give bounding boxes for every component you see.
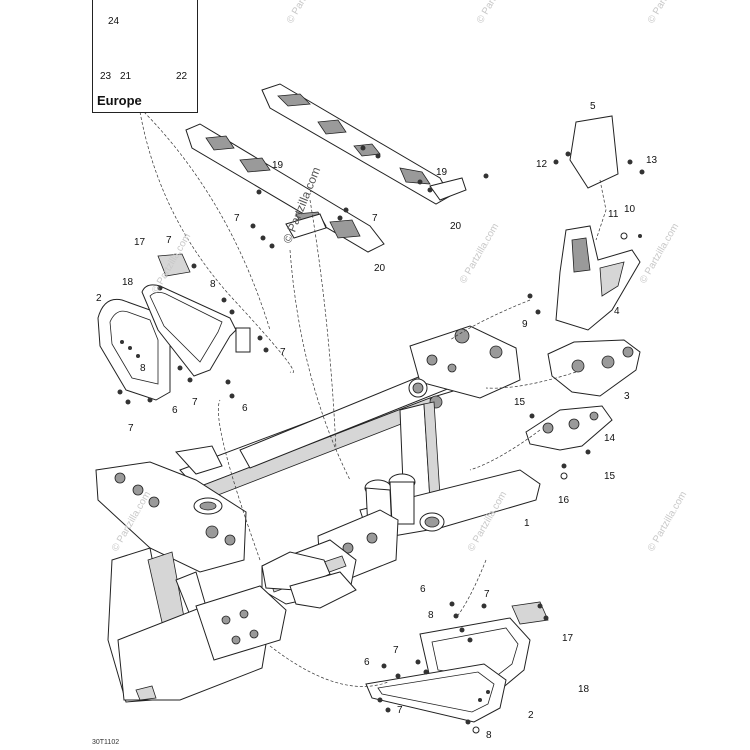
leader-lines — [139, 111, 607, 687]
callout-7-upper-left: 7 — [234, 213, 240, 224]
callout-15-upper: 15 — [514, 397, 526, 408]
callout-6-right-lower: 6 — [364, 657, 370, 668]
bracket-17-right — [511, 601, 549, 625]
inset-label: Europe — [97, 93, 142, 108]
callout-16: 16 — [558, 495, 570, 506]
callout-22: 22 — [176, 71, 188, 82]
bracket-17-left — [157, 253, 197, 291]
europe-inset: Europe — [92, 0, 198, 113]
callout-21: 21 — [120, 71, 132, 82]
callout-7-left-right: 7 — [280, 347, 286, 358]
callout-1: 1 — [524, 518, 530, 529]
callout-4: 4 — [614, 306, 620, 317]
bumper-bolts-left — [117, 297, 269, 405]
callout-5: 5 — [590, 101, 596, 112]
callout-7-upper-mid: 7 — [372, 213, 378, 224]
callout-7-right-lower: 7 — [397, 705, 403, 716]
callout-7-left-lower: 7 — [192, 397, 198, 408]
callout-13: 13 — [646, 155, 658, 166]
plate-5 — [553, 115, 645, 189]
bumper-2-right — [365, 663, 507, 723]
bracket-4 — [527, 225, 642, 331]
callout-8-left-upper: 8 — [210, 279, 216, 290]
callout-17-left: 17 — [134, 237, 146, 248]
callout-19-right: 19 — [436, 167, 448, 178]
callout-17-right: 17 — [562, 633, 574, 644]
callout-7-right-mid: 7 — [393, 645, 399, 656]
callout-20-left: 20 — [374, 263, 386, 274]
bracket-3 — [547, 339, 641, 397]
callout-6-left-b: 6 — [242, 403, 248, 414]
front-frame-section — [95, 445, 357, 703]
callout-6-left-a: 6 — [172, 405, 178, 416]
main-frame-1 — [179, 325, 541, 605]
bracket-14 — [525, 405, 613, 480]
callout-8-left-lower: 8 — [140, 363, 146, 374]
callout-18-right: 18 — [578, 684, 590, 695]
callout-12: 12 — [536, 159, 548, 170]
callout-14: 14 — [604, 433, 616, 444]
upper-rail-20-left — [185, 123, 385, 253]
callout-8-right-lower: 8 — [486, 730, 492, 741]
callout-19-left: 19 — [272, 160, 284, 171]
callout-9: 9 — [522, 319, 528, 330]
callout-8-right-upper: 8 — [428, 610, 434, 621]
callout-7-top-bumper: 7 — [166, 235, 172, 246]
callout-18-left: 18 — [122, 277, 134, 288]
callout-6-right-upper: 6 — [420, 584, 426, 595]
document-reference: 30T1102 — [92, 739, 120, 746]
callout-7-right-upper: 7 — [484, 589, 490, 600]
callout-11: 11 — [608, 209, 619, 220]
callout-2-left: 2 — [96, 293, 102, 304]
bumper-bolts-right — [377, 601, 549, 734]
callout-7-left-bottom: 7 — [128, 423, 134, 434]
callout-10: 10 — [624, 204, 636, 215]
upper-rail-bolts — [250, 145, 489, 249]
callout-23: 23 — [100, 71, 112, 82]
callout-3: 3 — [624, 391, 630, 402]
upper-rail-20-right — [261, 83, 467, 205]
callout-2-right: 2 — [528, 710, 534, 721]
bumper-18-left — [141, 284, 251, 377]
callout-24: 24 — [108, 16, 120, 27]
callout-20-right: 20 — [450, 221, 462, 232]
bumper-2-left — [97, 298, 171, 401]
callout-15-lower: 15 — [604, 471, 616, 482]
